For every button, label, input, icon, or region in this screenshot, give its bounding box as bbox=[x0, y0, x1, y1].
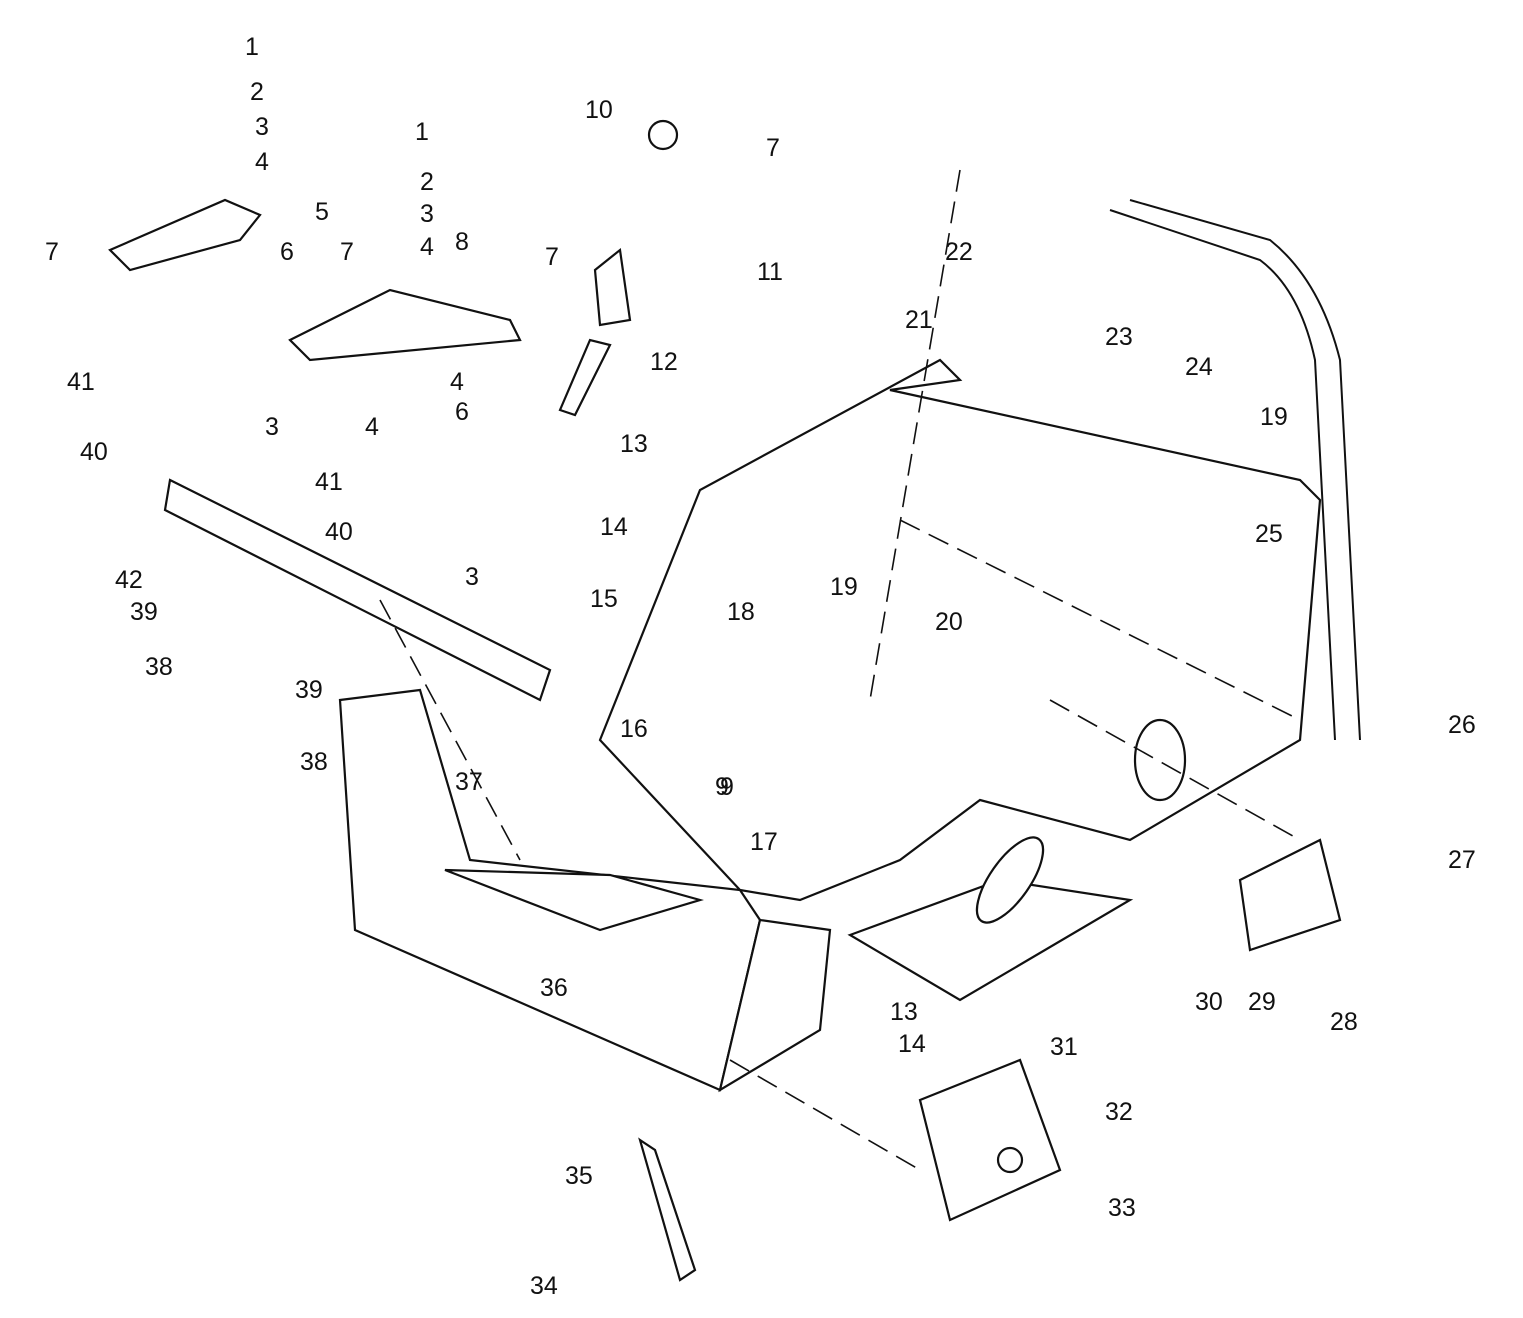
callout-label: 6 bbox=[280, 238, 294, 266]
callout-label: 30 bbox=[1195, 988, 1223, 1016]
callout-label: 15 bbox=[590, 585, 618, 613]
callout-label: 36 bbox=[540, 974, 568, 1002]
callout-label: 32 bbox=[1105, 1098, 1133, 1126]
callout-label: 3 bbox=[255, 113, 269, 141]
callout-label: 14 bbox=[600, 513, 628, 541]
callout-label: 18 bbox=[727, 598, 755, 626]
callout-label: 4 bbox=[365, 413, 379, 441]
callout-label: 7 bbox=[545, 243, 559, 271]
callout-label: 11 bbox=[757, 258, 783, 286]
mount-plates bbox=[918, 838, 1342, 1222]
callout-label: 42 bbox=[115, 566, 143, 594]
callout-label: 17 bbox=[750, 828, 778, 856]
callout-label: 27 bbox=[1448, 846, 1476, 874]
callout-label: 3 bbox=[420, 200, 434, 228]
leader-lines bbox=[379, 169, 1301, 1171]
callout-label: 13 bbox=[890, 998, 918, 1026]
callout-label: 9 bbox=[720, 773, 734, 801]
callout-label: 2 bbox=[420, 168, 434, 196]
callout-label: 12 bbox=[650, 348, 678, 376]
callout-label: 26 bbox=[1448, 711, 1476, 739]
callout-label: 5 bbox=[315, 198, 329, 226]
callout-label: 23 bbox=[1105, 323, 1133, 351]
callout-label: 41 bbox=[315, 468, 343, 496]
callout-label: 20 bbox=[935, 608, 963, 636]
callout-label: 7 bbox=[340, 238, 354, 266]
frame-body bbox=[338, 358, 1322, 1093]
callout-label: 37 bbox=[455, 768, 483, 796]
callout-label: 38 bbox=[300, 748, 328, 776]
callout-label: 7 bbox=[45, 238, 59, 266]
callout-label: 39 bbox=[295, 676, 323, 704]
callout-label: 10 bbox=[585, 96, 613, 124]
callout-label: 1 bbox=[245, 33, 259, 61]
callout-label: 19 bbox=[830, 573, 858, 601]
callout-label: 8 bbox=[455, 228, 469, 256]
callout-label: 29 bbox=[1248, 988, 1276, 1016]
callout-label: 31 bbox=[1050, 1033, 1078, 1061]
callout-label: 1 bbox=[415, 118, 429, 146]
callout-label: 13 bbox=[620, 430, 648, 458]
callout-label: 2 bbox=[250, 78, 264, 106]
callout-label: 28 bbox=[1330, 1008, 1358, 1036]
callout-label: 22 bbox=[945, 238, 973, 266]
callout-label: 41 bbox=[67, 368, 95, 396]
levers bbox=[108, 198, 552, 702]
callout-label: 34 bbox=[530, 1272, 558, 1300]
callout-label: 33 bbox=[1108, 1194, 1136, 1222]
callout-label: 3 bbox=[265, 413, 279, 441]
callout-label: 24 bbox=[1185, 353, 1213, 381]
rod-assembly bbox=[558, 119, 697, 1282]
callout-label: 7 bbox=[766, 134, 780, 162]
callout-label: 21 bbox=[905, 306, 933, 334]
callout-label: 4 bbox=[255, 148, 269, 176]
callout-label: 4 bbox=[420, 233, 434, 261]
callout-label: 9 bbox=[715, 773, 729, 801]
callout-label: 25 bbox=[1255, 520, 1283, 548]
callout-label: 40 bbox=[80, 438, 108, 466]
callout-label: 19 bbox=[1260, 403, 1288, 431]
callout-label: 16 bbox=[620, 715, 648, 743]
callout-label: 14 bbox=[898, 1030, 926, 1058]
callout-label: 39 bbox=[130, 598, 158, 626]
callout-label: 6 bbox=[455, 398, 469, 426]
callout-label: 38 bbox=[145, 653, 173, 681]
roll-bar bbox=[1109, 199, 1361, 741]
callout-label: 40 bbox=[325, 518, 353, 546]
callout-label: 3 bbox=[465, 563, 479, 591]
callout-label: 35 bbox=[565, 1162, 593, 1190]
callout-label: 4 bbox=[450, 368, 464, 396]
